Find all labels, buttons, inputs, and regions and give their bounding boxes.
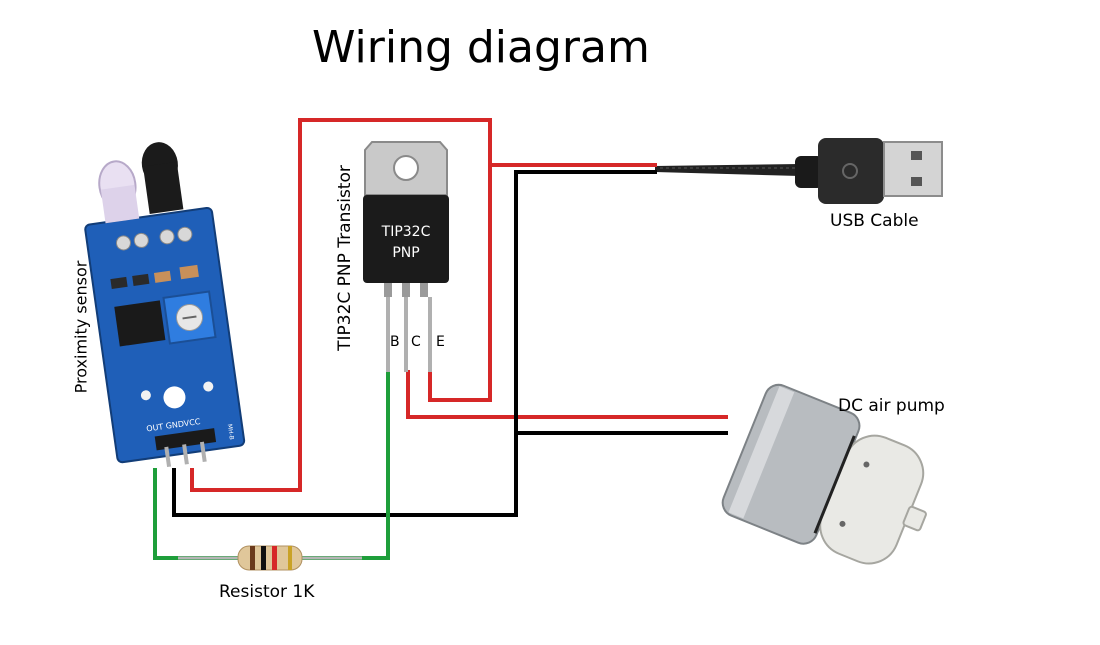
resistor-icon: [178, 545, 362, 571]
proximity-sensor-label: Proximity sensor: [71, 260, 91, 394]
transistor-leg-base: [386, 297, 390, 372]
wire-emitter-to-positive: [428, 165, 492, 402]
sensor-led-power: [140, 390, 151, 401]
pump-seam: [813, 435, 856, 534]
wire-gnd-to-usb: [172, 170, 657, 517]
resistor-body: [237, 545, 303, 571]
sensor-pin-vcc: [199, 441, 207, 463]
pump-nozzle: [902, 505, 927, 532]
usb-plug-logo: [842, 163, 858, 179]
sensor-led-obstacle: [203, 381, 214, 392]
usb-plug-icon: [655, 138, 943, 204]
pump-screw-bottom: [839, 520, 846, 527]
sensor-pin-header: [154, 428, 217, 451]
usb-plug-strain-relief: [795, 156, 823, 188]
resistor-band-3: [272, 546, 277, 570]
sensor-potentiometer-slot: [182, 315, 197, 320]
usb-plug-connector: [883, 141, 943, 197]
sensor-solder-pad-4: [177, 226, 193, 242]
transistor-leg-collector-shoulder: [402, 283, 410, 297]
transistor-leg-collector: [404, 297, 408, 372]
transistor-leg-base-shoulder: [384, 283, 392, 297]
usb-plug-hole-bottom: [911, 177, 922, 186]
sensor-solder-pad-1: [115, 235, 131, 251]
ir-sensor-icon: OUT GNDVCC MH-B: [84, 142, 246, 468]
resistor-band-4: [288, 546, 292, 570]
positive-wires: [190, 118, 728, 492]
transistor-leg-emitter: [428, 297, 432, 372]
transistor-pin-collector-label: C: [411, 334, 421, 350]
usb-cable-label: USB Cable: [830, 211, 919, 231]
wire-resistor-to-base: [302, 370, 390, 560]
usb-plug-body: [818, 138, 884, 204]
resistor-band-2: [261, 546, 266, 570]
sensor-board-marking: MH-B: [226, 424, 235, 441]
usb-plug-hole-top: [911, 151, 922, 160]
transistor-marking-type: PNP: [392, 245, 419, 261]
sensor-smd-resistor-2: [132, 273, 150, 286]
transistor-label: TIP32C PNP Transistor: [335, 165, 355, 351]
transistor-mount-hole: [393, 155, 419, 181]
transistor-marking-model: TIP32C: [381, 224, 431, 240]
resistor-label: Resistor 1K: [219, 582, 315, 602]
sensor-comparator-chip: [114, 300, 166, 347]
ground-wires: [172, 170, 728, 517]
wire-collector-to-pump: [406, 370, 728, 419]
sensor-mount-hole: [163, 386, 186, 409]
sensor-solder-pad-3: [159, 229, 175, 245]
sensor-pin-out: [164, 446, 172, 468]
sensor-smd-capacitor: [153, 270, 172, 283]
sensor-smd-resistor-1: [110, 276, 128, 290]
page-title: Wiring diagram: [312, 22, 650, 73]
usb-cable-cord: [655, 164, 800, 176]
air-pump-label: DC air pump: [838, 396, 945, 416]
sensor-ir-emitter-base: [100, 184, 140, 224]
transistor-pin-base-label: B: [390, 334, 400, 350]
transistor-icon: TIP32C PNP: [363, 141, 449, 372]
sensor-ir-receiver-base: [143, 161, 184, 214]
air-pump-icon: [721, 383, 927, 565]
transistor-pin-emitter-label: E: [436, 334, 445, 350]
sensor-smd-capacitor-2: [179, 264, 199, 280]
transistor-body: [363, 195, 449, 283]
sensor-pin-gnd: [182, 444, 189, 465]
sensor-solder-pad-2: [133, 232, 149, 248]
transistor-leg-emitter-shoulder: [420, 283, 428, 297]
pump-screw-top: [863, 461, 870, 468]
pump-motor-highlight: [728, 386, 795, 519]
resistor-band-1: [250, 546, 255, 570]
